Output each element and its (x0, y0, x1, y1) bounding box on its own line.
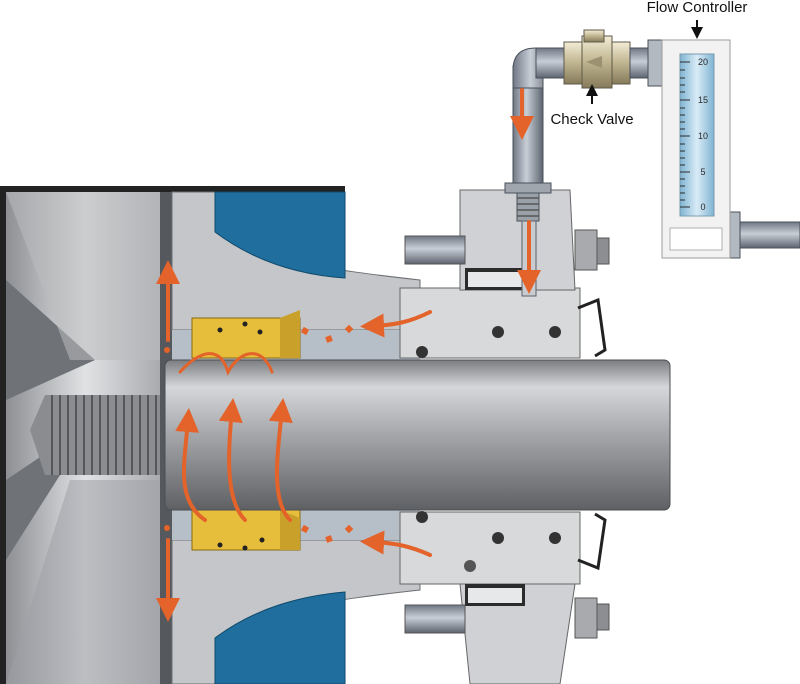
flow-particles (164, 324, 354, 543)
flow-arrow-spiral-2 (218, 398, 247, 522)
check-valve-label: Check Valve (550, 111, 633, 128)
seal-gland (399, 189, 610, 684)
scale-tick-5: 5 (700, 167, 705, 177)
scale-tick-0: 0 (700, 202, 705, 212)
flow-arrow-spiral-1 (175, 408, 207, 522)
flow-arrow-lower-to-bushing (360, 530, 432, 557)
throat-bushing (191, 310, 301, 551)
cooling-jacket (214, 191, 346, 684)
scale-tick-20: 20 (698, 57, 708, 67)
scale-tick-15: 15 (698, 95, 708, 105)
flow-arrow-spiral-3 (268, 398, 293, 522)
flow-controller-label: Flow Controller (647, 0, 748, 16)
scale-tick-10: 10 (698, 131, 708, 141)
flow-arrow-upper-to-bushing (360, 310, 432, 338)
flow-arrow-helix-upper (178, 352, 274, 376)
pump-shaft (164, 359, 671, 511)
flow-controller: 20 15 10 5 0 (647, 39, 731, 259)
threaded-shaft-end (30, 395, 165, 475)
check-valve (563, 29, 653, 89)
flush-flow-arrows (156, 88, 541, 622)
